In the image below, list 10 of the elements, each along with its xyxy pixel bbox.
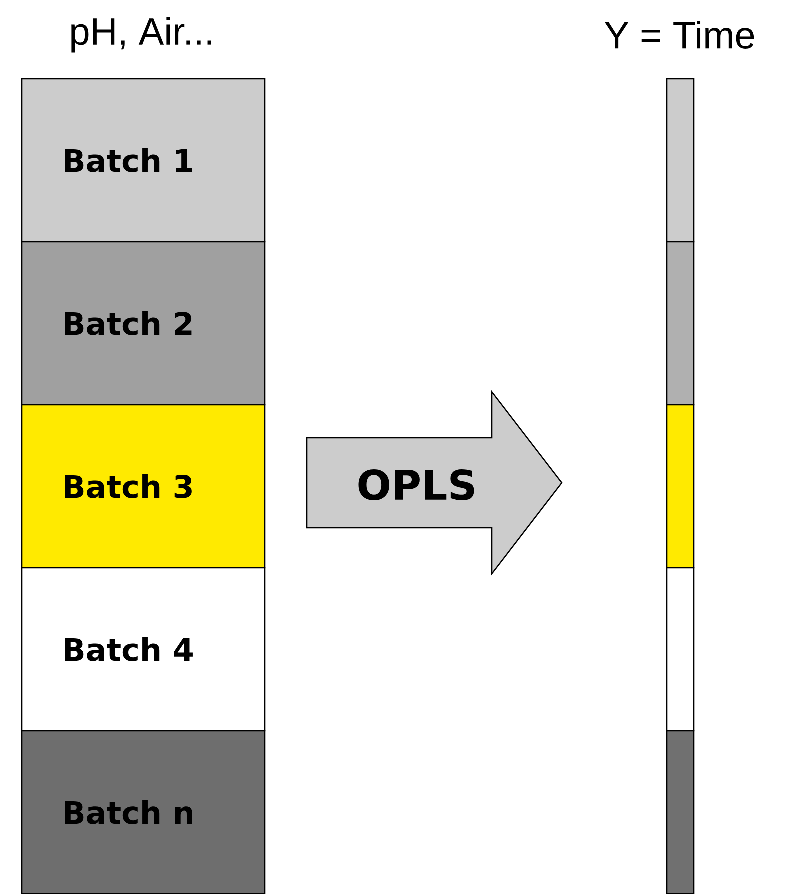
- bar-segment: [666, 567, 695, 732]
- bar-segment: [666, 241, 695, 406]
- batch-box: Batch 2: [21, 241, 266, 406]
- bar-segment: [666, 404, 695, 569]
- batch-box: Batch n: [21, 730, 266, 894]
- bar-segment: [666, 78, 695, 243]
- bar-segment: [666, 730, 695, 894]
- batch-box: Batch 4: [21, 567, 266, 732]
- batch-box: Batch 1: [21, 78, 266, 243]
- batch-box: Batch 3: [21, 404, 266, 569]
